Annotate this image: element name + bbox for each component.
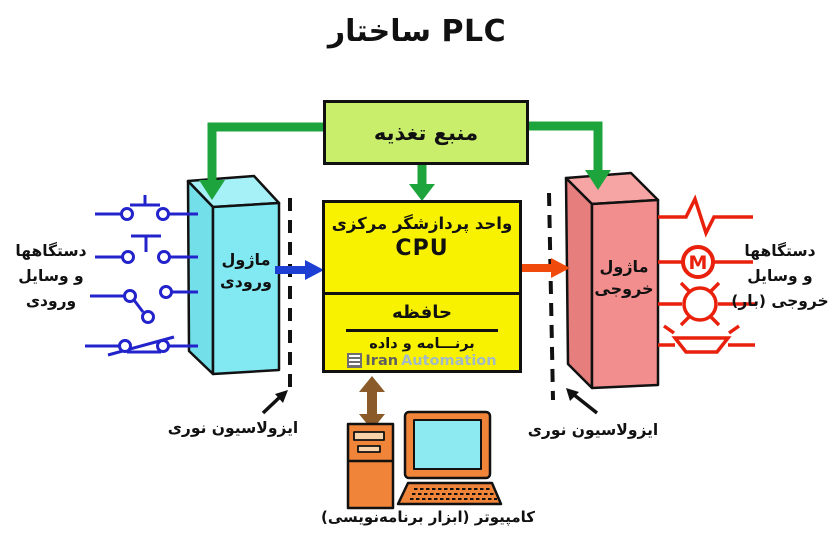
output-device-symbols: M [658,194,755,354]
motor-letter: M [689,252,708,274]
isolation-pointer-right-head-icon [566,388,579,401]
cpu-title: واحد پردازشگر مرکزی [331,214,513,233]
power-line-right [522,121,603,172]
input-module-label-line2: ورودی [220,272,272,291]
output-devices-line1: دستگاهها [744,242,816,260]
output-module-label-line1: ماژول [599,257,649,276]
watermark-logo-icon [347,353,363,368]
output-devices-label: دستگاهها و وسایل خروجی (بار) [727,239,833,314]
power-arrowhead-right-icon [585,170,611,190]
memory-label: حافظه [392,302,452,323]
pushbutton-no-icon [95,195,198,221]
memory-divider [346,329,498,332]
computer-drive-slot-2 [357,445,381,453]
watermark-text-iran: Iran [365,352,399,369]
output-devices-line3: خروجی (بار) [731,292,829,310]
output-module-label: ماژول خروجی [589,256,659,300]
isolation-pointer-left-head-icon [275,390,288,403]
input-module-label-line1: ماژول [221,250,271,269]
input-arrow-icon [275,260,324,280]
power-arrow-lines [207,121,603,186]
output-module-front-face [590,198,660,390]
input-devices-line2: و وسایل [18,267,84,285]
power-arrowhead-center-icon [409,184,435,201]
program-data-label: برنـــامه و داده [369,335,475,352]
output-module-box [564,171,660,390]
power-supply-label: منبع تغذیه [373,120,479,145]
motor-icon: M [658,245,753,279]
isolation-pointer-right [571,392,599,415]
power-arrowhead-left-icon [199,180,225,200]
computer-caption: کامپیوتر (ابزار برنامه‌نویسی) [320,508,535,526]
computer-icon [346,410,503,510]
input-module-label: ماژول ورودی [211,249,281,293]
cpu-memory-box: واحد پردازشگر مرکزی CPU حافظه برنـــامه … [322,200,522,373]
programming-arrow-icon [359,376,385,430]
input-devices-line3: ورودی [25,292,77,310]
output-devices-line2: و وسایل [747,267,813,285]
computer-screen [413,419,482,470]
lamp-icon [658,281,755,327]
optical-isolation-label-right: ایزولاسیون نوری [527,421,659,439]
pushbutton-nc-icon [95,234,198,264]
page-title: ساختار PLC [327,14,507,49]
input-devices-line1: دستگاهها [15,242,87,260]
power-line-left [207,122,330,182]
optical-isolation-dashed-line-right [547,192,555,401]
power-arrow-heads [199,170,611,201]
computer-drive-slot-1 [353,431,385,441]
isolation-pointer-left [261,394,283,415]
watermark-text-automation: Automation [401,352,497,369]
power-supply-box: منبع تغذیه [323,100,529,165]
horn-icon [658,324,755,354]
limit-switch-icon [85,335,198,357]
heater-icon [658,194,753,238]
input-module-front-face [211,201,281,376]
optical-isolation-label-left: ایزولاسیون نوری [167,419,299,437]
isolation-pointer-arrows [261,388,599,415]
optical-isolation-dashed-lines [288,192,555,401]
input-devices-label: دستگاهها و وسایل ورودی [3,239,99,314]
selector-switch-icon [90,285,198,324]
output-module-label-line2: خروجی [594,279,654,298]
cpu-acronym: CPU [395,236,449,261]
output-arrow-icon [518,258,570,278]
cpu-section: واحد پردازشگر مرکزی CPU [325,203,519,295]
input-device-symbols [85,195,198,357]
computer-keyboard-keys [410,488,497,500]
